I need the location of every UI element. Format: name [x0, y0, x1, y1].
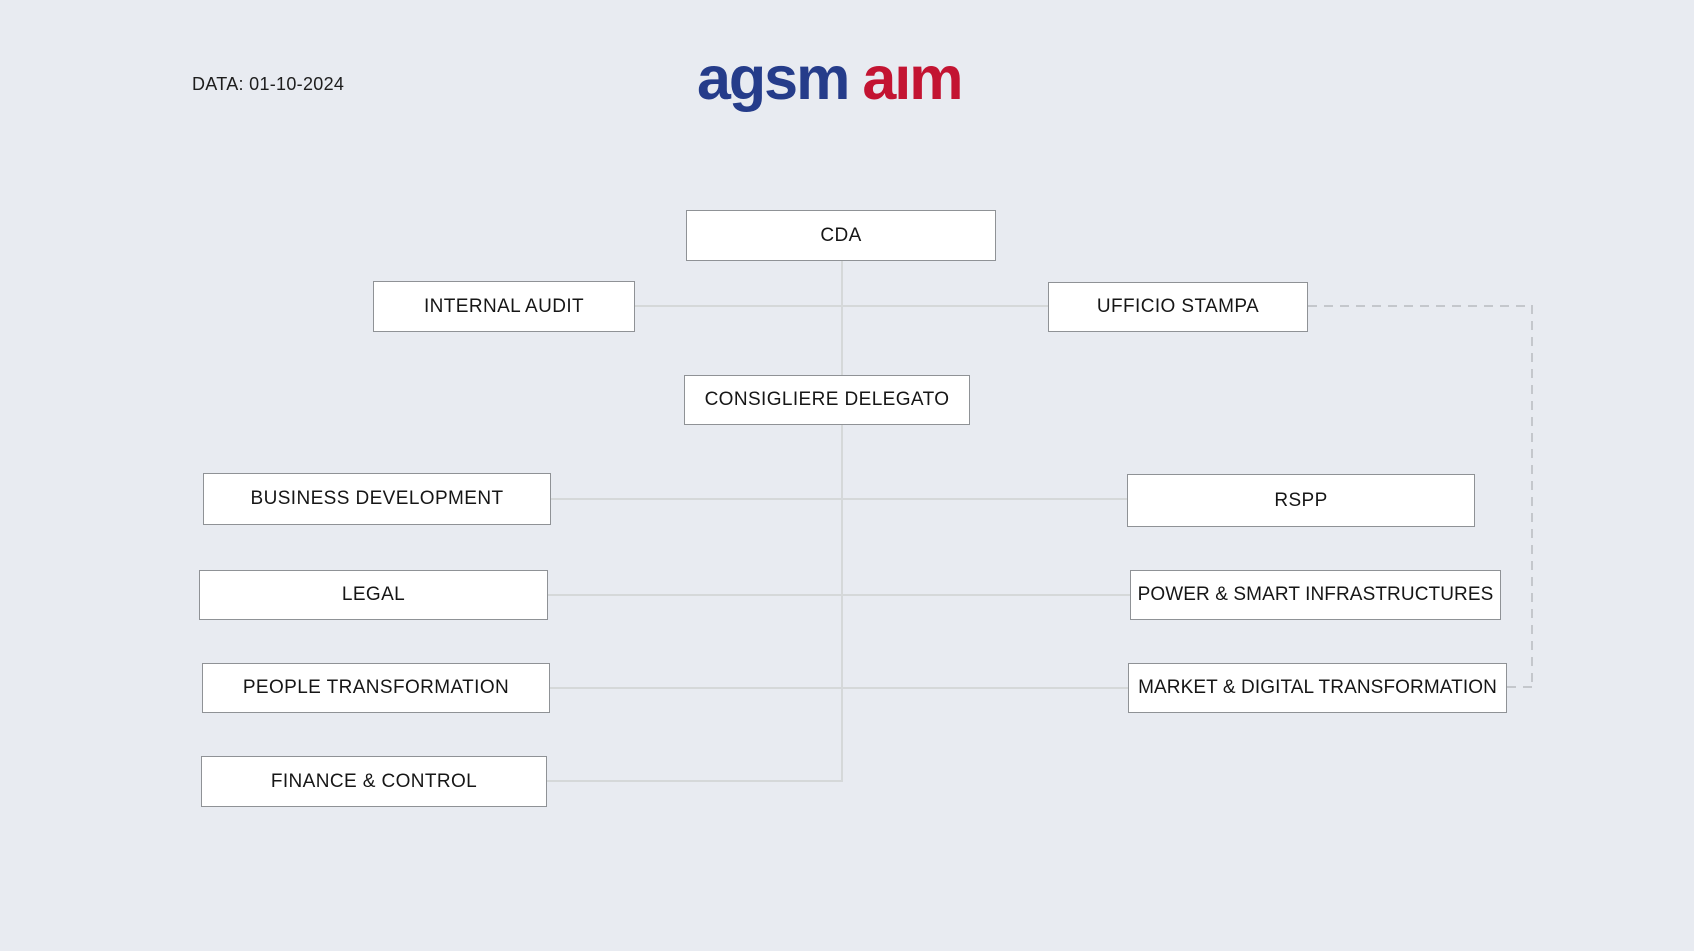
node-people-transformation: PEOPLE TRANSFORMATION: [202, 663, 550, 713]
connector-legal-power: [548, 594, 1130, 596]
node-business-development: BUSINESS DEVELOPMENT: [203, 473, 551, 525]
logo-agsm-text: agsm: [697, 44, 850, 112]
node-market-digital-transformation: MARKET & DIGITAL TRANSFORMATION: [1128, 663, 1507, 713]
logo-aim-text: aım: [862, 44, 963, 112]
node-power-smart-infrastructures: POWER & SMART INFRASTRUCTURES: [1130, 570, 1501, 620]
node-consigliere-delegato: CONSIGLIERE DELEGATO: [684, 375, 970, 425]
connector-people-market: [550, 687, 1128, 689]
connector-cda-to-row1: [841, 261, 843, 375]
node-cda: CDA: [686, 210, 996, 261]
connector-business-development-rspp: [551, 498, 1127, 500]
connector-internal-audit-ufficio-stampa: [635, 305, 1048, 307]
dashed-connector-top: [1308, 305, 1533, 307]
node-ufficio-stampa: UFFICIO STAMPA: [1048, 282, 1308, 332]
node-finance-control: FINANCE & CONTROL: [201, 756, 547, 807]
node-legal: LEGAL: [199, 570, 548, 620]
date-label: DATA: 01-10-2024: [192, 74, 345, 94]
node-rspp: RSPP: [1127, 474, 1475, 527]
dashed-connector-bottom: [1507, 686, 1533, 688]
connector-finance-control: [547, 780, 843, 782]
dashed-connector-right: [1531, 305, 1533, 688]
connector-consigliere-spine: [841, 425, 843, 782]
node-internal-audit: INTERNAL AUDIT: [373, 281, 635, 332]
